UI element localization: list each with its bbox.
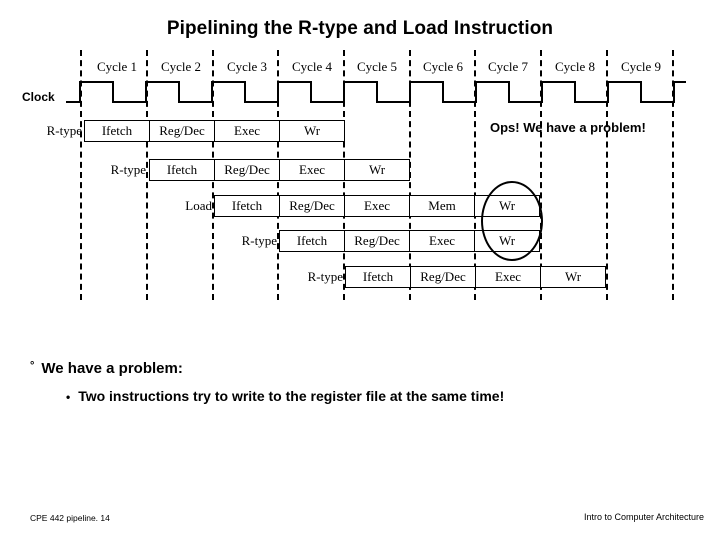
stage-box-1-1: Ifetch bbox=[84, 120, 150, 142]
stage-box-5-3: Exec bbox=[475, 266, 541, 288]
conflict-highlight-ellipse bbox=[481, 181, 543, 261]
stage-box-2-2: Reg/Dec bbox=[214, 159, 280, 181]
cycle-divider-9 bbox=[606, 50, 608, 300]
cycle-divider-6 bbox=[409, 50, 411, 300]
cycle-divider-2 bbox=[146, 50, 148, 300]
cycle-label-1: Cycle 1 bbox=[96, 59, 138, 74]
problem-callout: Ops! We have a problem! bbox=[490, 120, 646, 135]
stage-box-2-1: Ifetch bbox=[149, 159, 215, 181]
stage-box-4-2: Reg/Dec bbox=[344, 230, 410, 252]
bullet-level1-text: We have a problem: bbox=[41, 360, 183, 377]
clock-label: Clock bbox=[22, 90, 55, 104]
stage-box-1-3: Exec bbox=[214, 120, 280, 142]
stage-box-2-3: Exec bbox=[279, 159, 345, 181]
cycle-divider-7 bbox=[474, 50, 476, 300]
stage-box-3-4: Mem bbox=[409, 195, 475, 217]
bullet-marker-degree: ° bbox=[30, 360, 35, 372]
instruction-label-1: R-type bbox=[46, 123, 82, 138]
instruction-label-4: R-type bbox=[241, 233, 277, 248]
cycle-label-9: Cycle 9 bbox=[620, 59, 662, 74]
stage-box-4-1: Ifetch bbox=[279, 230, 345, 252]
footer-left: CPE 442 pipeline. 14 bbox=[30, 513, 110, 523]
cycle-divider-8 bbox=[540, 50, 542, 300]
cycle-label-5: Cycle 5 bbox=[356, 59, 398, 74]
bullet-marker-dot: • bbox=[66, 390, 71, 404]
page-title: Pipelining the R-type and Load Instructi… bbox=[166, 18, 554, 39]
cycle-label-7: Cycle 7 bbox=[487, 59, 529, 74]
stage-box-3-2: Reg/Dec bbox=[279, 195, 345, 217]
cycle-label-3: Cycle 3 bbox=[226, 59, 268, 74]
cycle-label-6: Cycle 6 bbox=[422, 59, 464, 74]
stage-box-5-1: Ifetch bbox=[345, 266, 411, 288]
bullet-level2: • Two instructions try to write to the re… bbox=[66, 388, 504, 404]
cycle-divider-10 bbox=[672, 50, 674, 300]
stage-box-3-3: Exec bbox=[344, 195, 410, 217]
cycle-label-4: Cycle 4 bbox=[291, 59, 333, 74]
cycle-label-2: Cycle 2 bbox=[160, 59, 202, 74]
clock-waveform bbox=[66, 81, 686, 103]
bullet-level2-text: Two instructions try to write to the reg… bbox=[78, 388, 505, 404]
instruction-label-2: R-type bbox=[110, 162, 146, 177]
cycle-label-8: Cycle 8 bbox=[554, 59, 596, 74]
instruction-label-3: Load bbox=[185, 198, 212, 213]
stage-box-2-4: Wr bbox=[344, 159, 410, 181]
bullet-level1: ° We have a problem: bbox=[30, 360, 183, 377]
stage-box-1-2: Reg/Dec bbox=[149, 120, 215, 142]
footer-right: Intro to Computer Architecture bbox=[583, 512, 704, 522]
stage-box-4-3: Exec bbox=[409, 230, 475, 252]
cycle-divider-1 bbox=[80, 50, 82, 300]
instruction-label-5: R-type bbox=[307, 269, 343, 284]
stage-box-5-2: Reg/Dec bbox=[410, 266, 476, 288]
stage-box-3-1: Ifetch bbox=[214, 195, 280, 217]
stage-box-5-4: Wr bbox=[540, 266, 606, 288]
stage-box-1-4: Wr bbox=[279, 120, 345, 142]
